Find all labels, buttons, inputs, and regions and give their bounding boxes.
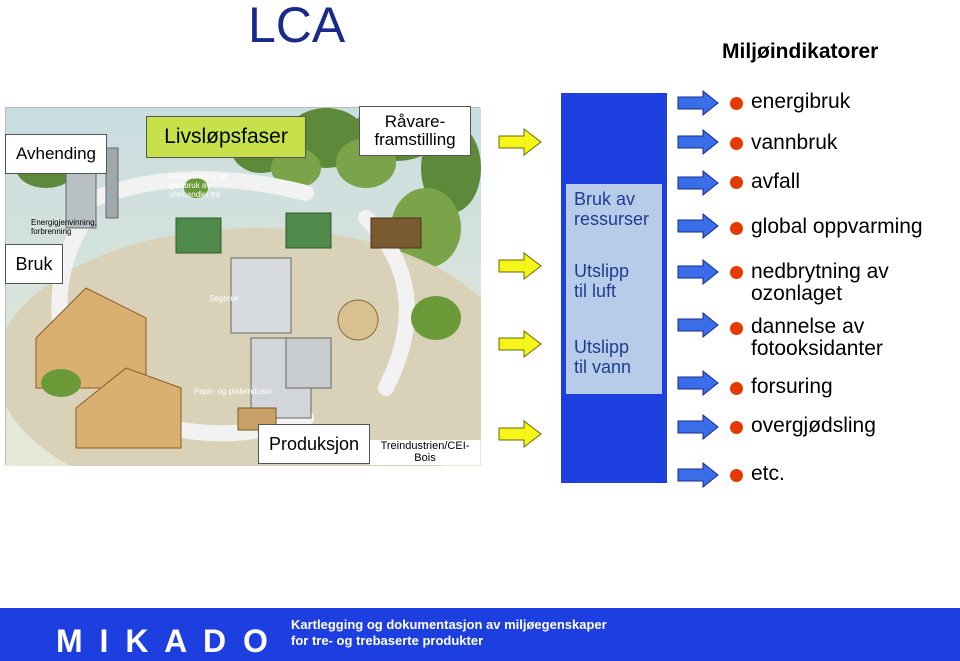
indicator-eutrophication: overgjødsling bbox=[751, 414, 876, 437]
brand-name: M I K A D O bbox=[56, 623, 272, 659]
yellow-arrow-icon bbox=[498, 330, 542, 358]
footer-text: Kartlegging og dokumentasjon av miljøege… bbox=[291, 617, 607, 650]
yellow-arrow-icon bbox=[498, 420, 542, 448]
blue-arrow-icon bbox=[677, 259, 719, 285]
indicator-etc: etc. bbox=[751, 462, 785, 485]
credit-label: Treindustrien/CEI-Bois bbox=[370, 440, 480, 465]
indicator-photochemical: dannelse av fotooksidanter bbox=[751, 315, 883, 361]
bullet-icon bbox=[730, 176, 743, 189]
blue-arrow-icon bbox=[677, 170, 719, 196]
air-emissions-text: Utslipp til luft bbox=[574, 261, 630, 301]
bullet-icon bbox=[730, 266, 743, 279]
resources-text: Bruk av ressurser bbox=[574, 189, 650, 229]
indicators-heading: Miljøindikatorer bbox=[722, 40, 879, 63]
recycling-text: Resirkulering og gjenbruk av ubehandlet … bbox=[169, 172, 227, 200]
blue-arrow-icon bbox=[677, 129, 719, 155]
footer-bar bbox=[0, 608, 960, 661]
bullet-icon bbox=[730, 222, 743, 235]
indicator-global-warming: global oppvarming bbox=[751, 215, 923, 238]
yellow-arrow-icon bbox=[498, 128, 542, 156]
blue-arrow-icon bbox=[677, 213, 719, 239]
disposal-label: Avhending bbox=[5, 134, 107, 174]
yellow-arrow-icon bbox=[498, 252, 542, 280]
bullet-icon bbox=[730, 382, 743, 395]
page-title: LCA bbox=[248, 0, 346, 53]
blue-arrow-icon bbox=[677, 462, 719, 488]
blue-arrow-icon bbox=[677, 312, 719, 338]
blue-arrow-icon bbox=[677, 370, 719, 396]
phase-header-box: Livsløpsfaser bbox=[146, 116, 306, 158]
bullet-icon bbox=[730, 137, 743, 150]
footer-line-1: Kartlegging og dokumentasjon av miljøege… bbox=[291, 617, 607, 632]
blue-arrow-icon bbox=[677, 414, 719, 440]
use-label: Bruk bbox=[5, 244, 63, 284]
bullet-icon bbox=[730, 469, 743, 482]
footer-line-2: for tre- og trebaserte produkter bbox=[291, 633, 484, 649]
indicator-acidification: forsuring bbox=[751, 375, 833, 398]
production-label: Produksjon bbox=[258, 424, 370, 464]
raw-material-label: Råvare- framstilling bbox=[359, 106, 471, 156]
blue-arrow-icon bbox=[677, 90, 719, 116]
indicator-ozone: nedbrytning av ozonlaget bbox=[751, 260, 889, 306]
inventory-box: Bruk av ressurser Utslipp til luft Utsli… bbox=[566, 184, 662, 394]
sawmill-text: Sagbruk bbox=[209, 294, 239, 303]
bullet-icon bbox=[730, 421, 743, 434]
indicator-energy: energibruk bbox=[751, 90, 851, 113]
energy-recovery-text: Energigjenvinning, forbrenning bbox=[31, 218, 97, 237]
water-emissions-text: Utslipp til vann bbox=[574, 337, 632, 377]
indicator-water: vannbruk bbox=[751, 131, 838, 154]
bullet-icon bbox=[730, 322, 743, 335]
paper-industry-text: Papir- og plateindustri bbox=[194, 387, 272, 396]
indicator-waste: avfall bbox=[751, 170, 801, 193]
bullet-icon bbox=[730, 97, 743, 110]
